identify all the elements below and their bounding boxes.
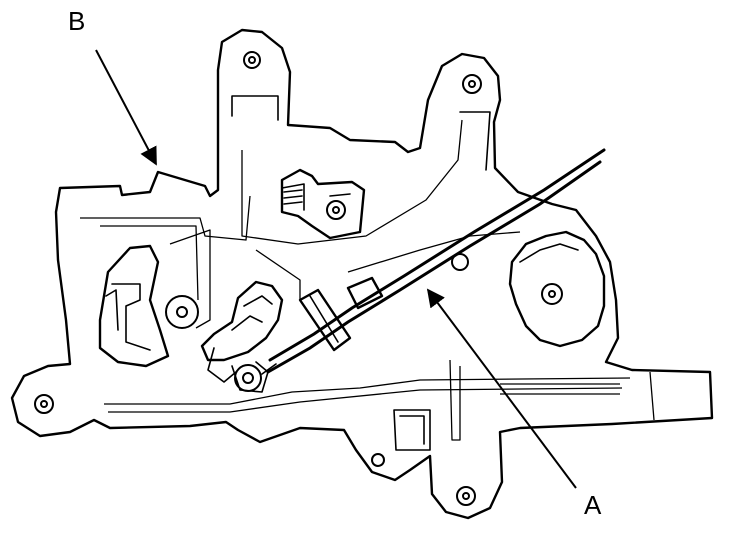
latch-housing <box>10 28 714 520</box>
upper-pawl <box>280 168 366 240</box>
left-lever-assembly <box>98 244 199 368</box>
actuating-lever <box>200 280 284 393</box>
bottom-mounting-ear <box>371 409 476 506</box>
upper-right-mounting-ear <box>459 74 491 171</box>
cable-clamp <box>298 276 384 352</box>
callout-b-label: B <box>68 6 85 36</box>
callout-a-leader <box>426 288 577 489</box>
callout-b-leader <box>95 49 157 166</box>
housing-ribs <box>80 119 655 441</box>
release-cable <box>261 148 606 375</box>
callout-leaders <box>95 49 577 489</box>
top-mounting-ear <box>231 51 279 121</box>
latch-rotor <box>451 230 606 348</box>
callout-a-label: A <box>584 490 602 520</box>
left-mounting-ear <box>34 394 54 414</box>
